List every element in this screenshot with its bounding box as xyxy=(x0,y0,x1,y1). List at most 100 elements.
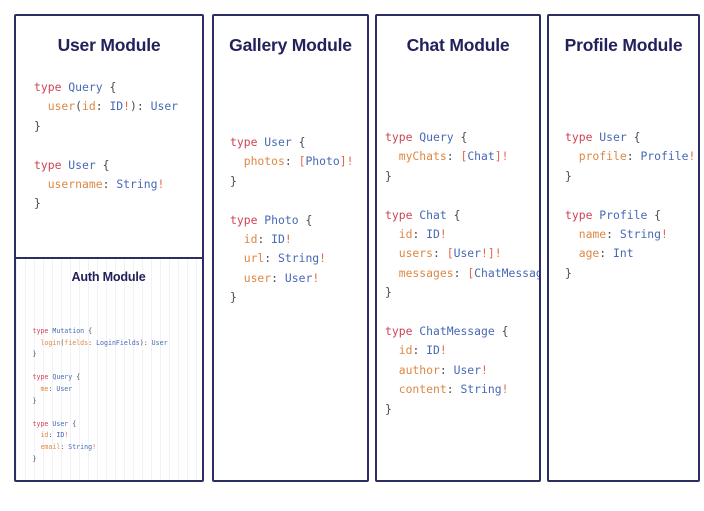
code-token: String xyxy=(278,251,320,266)
panel-auth-module[interactable]: Auth Module type Mutation { login(fields… xyxy=(16,257,202,480)
code-token: [ xyxy=(298,154,306,169)
code-token: user xyxy=(47,99,76,114)
code-token: { xyxy=(446,207,461,222)
code-token: username xyxy=(47,177,103,192)
code-token: ID xyxy=(109,99,124,114)
code-token: !]! xyxy=(481,246,502,261)
code-token: : xyxy=(48,384,57,393)
code-token: ID xyxy=(56,431,65,440)
code-token: } xyxy=(385,285,392,300)
code-token: { xyxy=(647,207,662,222)
code-token: : xyxy=(433,246,447,261)
code-token: ID xyxy=(271,232,285,247)
code-block-profile-module: type User { profile: Profile! } type Pro… xyxy=(565,128,695,283)
code-token: } xyxy=(34,118,41,133)
code-token: ! xyxy=(157,177,165,192)
code-block-chat-module: type Query { myChats: [Chat]! } type Cha… xyxy=(385,128,539,419)
code-token: { xyxy=(68,419,77,428)
code-token xyxy=(34,177,48,191)
code-token: Chat xyxy=(467,149,495,164)
code-token: content xyxy=(398,382,447,397)
code-token xyxy=(34,99,48,113)
panel-user-module[interactable]: User Module type Query { user(id: ID!): … xyxy=(14,14,204,482)
code-token: ( xyxy=(75,99,83,114)
code-token: id xyxy=(82,99,96,114)
code-token xyxy=(385,227,399,241)
code-token: ChatMessage xyxy=(419,324,495,339)
code-token: me xyxy=(40,384,49,393)
code-token: } xyxy=(34,196,41,211)
code-token: : xyxy=(626,149,641,164)
code-token: } xyxy=(565,265,572,280)
code-token: ! xyxy=(688,149,696,164)
code-token: : xyxy=(606,227,620,242)
code-token: [ xyxy=(467,265,475,280)
code-token: User xyxy=(56,384,73,393)
code-token: ]! xyxy=(494,149,509,164)
code-token xyxy=(230,271,244,285)
code-token: : xyxy=(284,154,299,169)
code-token: : xyxy=(446,149,461,164)
code-token: type xyxy=(565,130,593,144)
code-token xyxy=(565,227,579,241)
code-token: type xyxy=(230,212,258,227)
code-token: } xyxy=(32,396,37,405)
code-token: Chat xyxy=(419,207,447,222)
code-token: Int xyxy=(613,246,634,261)
code-token: : xyxy=(271,270,285,285)
code-token: { xyxy=(291,135,306,149)
code-token: String xyxy=(460,382,502,397)
code-token: { xyxy=(453,130,468,144)
panel-title-profile-module: Profile Module xyxy=(564,35,683,55)
code-token: id xyxy=(40,431,49,440)
code-token: ! xyxy=(439,227,447,242)
code-token: user xyxy=(243,270,272,285)
panel-title-user-module: User Module xyxy=(57,35,161,55)
code-token: : xyxy=(102,177,117,192)
code-token: User xyxy=(150,99,179,114)
panel-title-auth-module: Auth Module xyxy=(71,270,146,284)
code-token: Photo xyxy=(264,212,299,227)
code-token: ! xyxy=(284,232,292,247)
code-token xyxy=(385,266,399,280)
code-token: User xyxy=(453,362,482,377)
code-token xyxy=(385,149,399,163)
code-token: author xyxy=(398,362,440,377)
code-token xyxy=(385,246,399,260)
code-token: ): xyxy=(139,338,152,347)
code-token: : xyxy=(48,431,57,440)
code-token: Query xyxy=(419,130,454,144)
code-token: { xyxy=(72,373,81,382)
code-token: ! xyxy=(64,431,69,440)
code-token: type xyxy=(385,207,413,222)
panel-title-chat-module: Chat Module xyxy=(406,35,510,55)
code-token: ! xyxy=(501,382,509,397)
code-token: type xyxy=(32,419,49,428)
code-token: String xyxy=(68,442,93,451)
code-token: Mutation xyxy=(52,327,85,335)
code-token: ! xyxy=(319,251,327,266)
panel-profile-module[interactable]: Profile Module type User { profile: Prof… xyxy=(547,14,700,482)
panel-gallery-module[interactable]: Gallery Module type User { photos: [Phot… xyxy=(212,14,369,482)
code-token: users xyxy=(398,246,434,261)
code-token xyxy=(230,232,244,246)
code-token: type xyxy=(565,207,593,222)
code-token: ! xyxy=(481,362,488,377)
code-token: type xyxy=(34,80,62,94)
code-token: { xyxy=(298,212,313,227)
code-token: name xyxy=(578,227,607,242)
code-token: age xyxy=(578,246,600,261)
code-token: : xyxy=(412,227,427,242)
code-token: ! xyxy=(439,343,447,358)
code-token: messages xyxy=(398,265,454,280)
code-token: User xyxy=(284,270,313,285)
code-block-auth-module: type Mutation { login(fields: LoginField… xyxy=(32,326,202,465)
code-token: myChats xyxy=(398,149,447,164)
code-token: { xyxy=(84,327,93,335)
code-token: login xyxy=(40,338,61,347)
code-token: User xyxy=(599,130,627,144)
panel-chat-module[interactable]: Chat Module type Query { myChats: [ Chat]… xyxy=(375,14,541,482)
code-token: } xyxy=(385,401,392,416)
code-token: : xyxy=(412,343,427,358)
code-token: id xyxy=(398,343,413,358)
